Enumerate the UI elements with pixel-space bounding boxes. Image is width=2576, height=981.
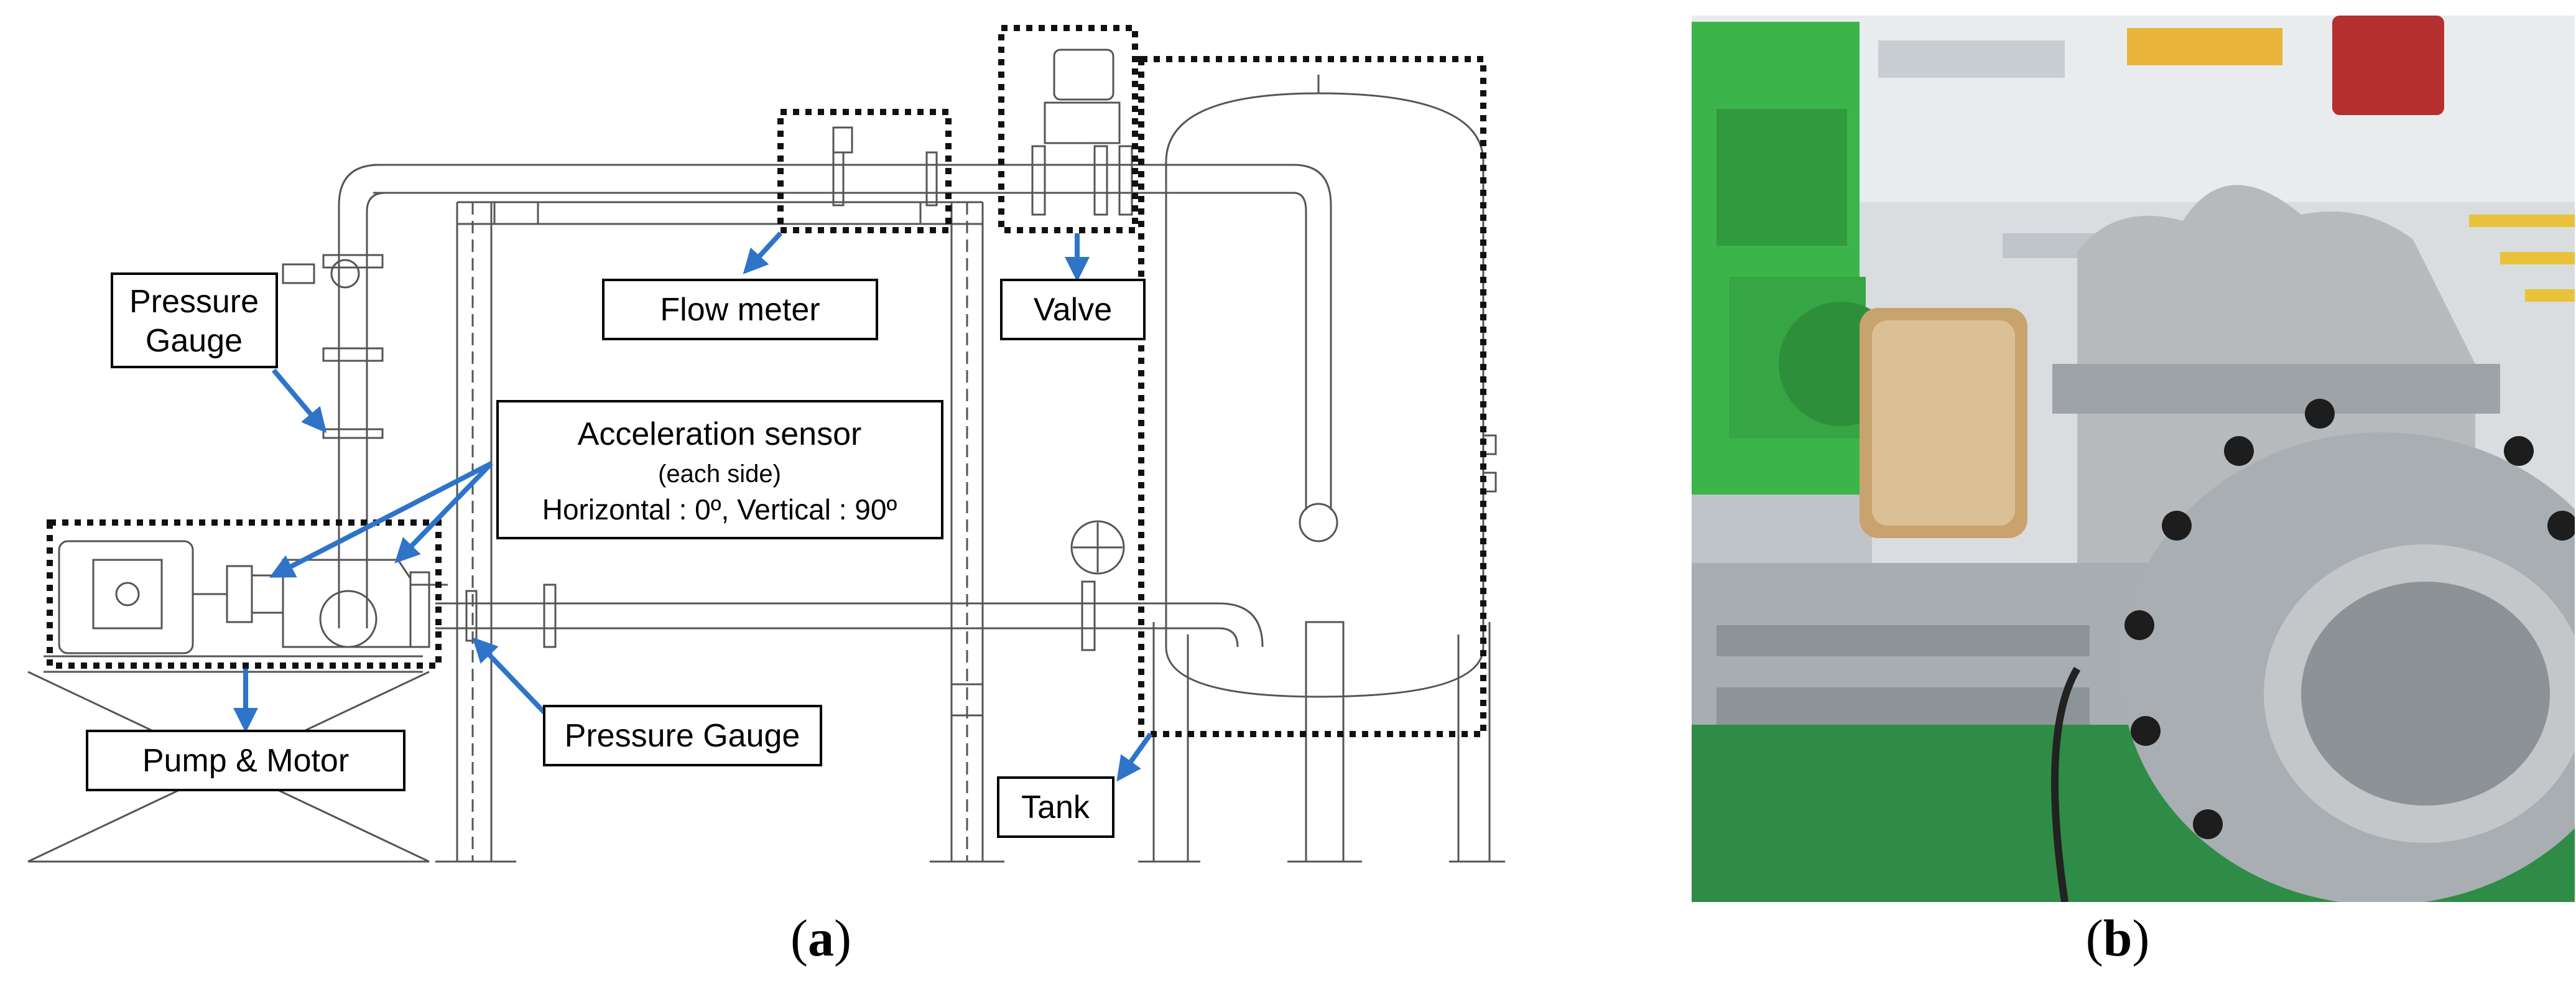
label-pump-motor: Pump & Motor — [142, 743, 349, 779]
tank-drawing — [1138, 75, 1505, 863]
arrow-pressure-bottom — [472, 637, 546, 714]
label-accel-angles: Horizontal : 0º, Vertical : 90º — [542, 493, 897, 526]
label-accel-title: Acceleration sensor — [578, 416, 862, 452]
caption-b-close: ) — [2132, 909, 2150, 967]
caption-a-letter: a — [808, 909, 834, 967]
valve-highlight — [998, 25, 1138, 233]
caption-a: (a) — [728, 908, 914, 969]
caption-b-letter: b — [2103, 909, 2133, 967]
label-pressure-gauge-bottom: Pressure Gauge — [565, 718, 800, 754]
label-tank: Tank — [1021, 789, 1090, 825]
label-flow-meter: Flow meter — [660, 292, 820, 328]
tank-highlight — [1138, 56, 1486, 737]
label-pressure-gauge-top-2: Gauge — [146, 323, 243, 359]
pump-motor-highlight — [47, 519, 442, 669]
caption-a-close: ) — [834, 909, 851, 967]
arrow-tank — [1116, 732, 1153, 782]
pump-system-schematic: Pressure Gauge Flow meter Valve Accelera… — [27, 25, 1505, 863]
arrow-pressure-top — [271, 368, 327, 434]
arrow-accel-2 — [394, 462, 493, 564]
flange-bolts — [2124, 399, 2575, 839]
highlight-boxes — [47, 25, 1486, 737]
support-frame — [435, 201, 1004, 863]
arrow-flow-meter — [743, 231, 782, 274]
caption-a-open: ( — [790, 909, 808, 967]
label-valve: Valve — [1034, 292, 1112, 328]
arrow-accel-1 — [269, 461, 493, 578]
label-accel-side: (each side) — [658, 460, 781, 488]
pump-motor-drawing — [27, 540, 448, 863]
test-rig-photo — [1692, 16, 2575, 902]
caption-b: (b) — [2024, 908, 2211, 969]
flow-meter-highlight — [777, 109, 952, 233]
pointer-arrows — [233, 231, 1153, 782]
caption-b-open: ( — [2085, 909, 2103, 967]
label-pressure-gauge-top-1: Pressure — [129, 284, 259, 320]
piping — [282, 49, 1338, 651]
label-boxes: Pressure Gauge Flow meter Valve Accelera… — [86, 272, 1146, 838]
